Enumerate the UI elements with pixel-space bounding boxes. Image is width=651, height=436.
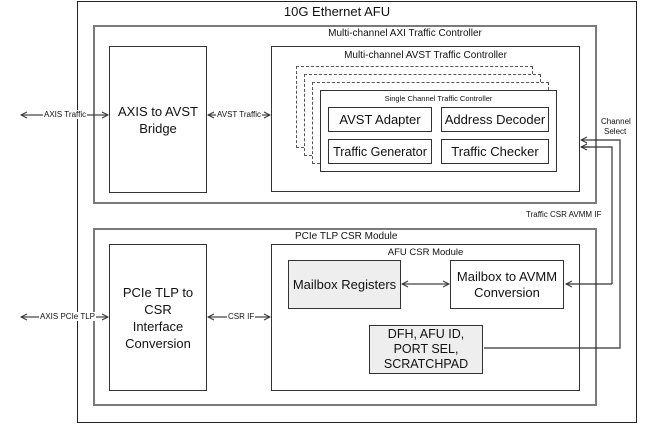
- converter-line3: Conversion: [125, 335, 191, 351]
- mailbox-avmm-line1: Mailbox to AVMM: [456, 268, 558, 284]
- bridge-label-line2: Bridge: [139, 120, 177, 136]
- mailbox-avmm-line2: Conversion: [474, 284, 540, 300]
- bridge-label-line1: AXIS to AVST: [118, 103, 198, 119]
- pcie-tlp-csr-module-title: PCIe TLP CSR Module: [295, 231, 398, 242]
- csr-if-label: CSR IF: [227, 312, 256, 321]
- address-decoder-block: Address Decoder: [441, 107, 549, 132]
- pcie-tlp-to-csr-block: PCIe TLP to CSR Interface Conversion: [109, 244, 207, 391]
- dfh-line1: DFH, AFU ID,: [387, 327, 465, 341]
- axi-traffic-controller-title: Multi-channel AXI Traffic Controller: [328, 28, 482, 39]
- converter-line2: Interface: [132, 318, 184, 334]
- traffic-checker-block: Traffic Checker: [441, 139, 549, 164]
- avst-adapter-block: AVST Adapter: [328, 107, 432, 132]
- avst-traffic-label: AVST Traffic: [216, 110, 263, 119]
- single-channel-controller-title: Single Channel Traffic Controller: [384, 94, 493, 103]
- ethernet-afu-title: 10G Ethernet AFU: [283, 4, 391, 19]
- traffic-generator-block: Traffic Generator: [328, 139, 432, 164]
- dfh-afu-id-block: DFH, AFU ID, PORT SEL, SCRATCHPAD: [369, 325, 483, 374]
- mailbox-to-avmm-block: Mailbox to AVMM Conversion: [450, 260, 564, 309]
- traffic-csr-avmm-if-label: Traffic CSR AVMM IF: [526, 210, 602, 219]
- dfh-line2: PORT SEL,: [393, 342, 459, 356]
- afu-csr-module-title: AFU CSR Module: [387, 247, 464, 258]
- channel-select-label-1: Channel: [601, 117, 631, 126]
- converter-line1: PCIe TLP to CSR: [122, 284, 194, 317]
- axis-traffic-label: AXIS Traffic: [43, 110, 88, 119]
- channel-select-label-2: Select: [604, 127, 627, 136]
- axis-pcie-tlp-label: AXIS PCIe TLP: [39, 312, 96, 321]
- axis-to-avst-bridge-block: AXIS to AVST Bridge: [109, 46, 207, 193]
- dfh-line3: SCRATCHPAD: [383, 357, 469, 371]
- mailbox-registers-block: Mailbox Registers: [288, 260, 401, 309]
- avst-traffic-controller-title: Multi-channel AVST Traffic Controller: [344, 50, 507, 61]
